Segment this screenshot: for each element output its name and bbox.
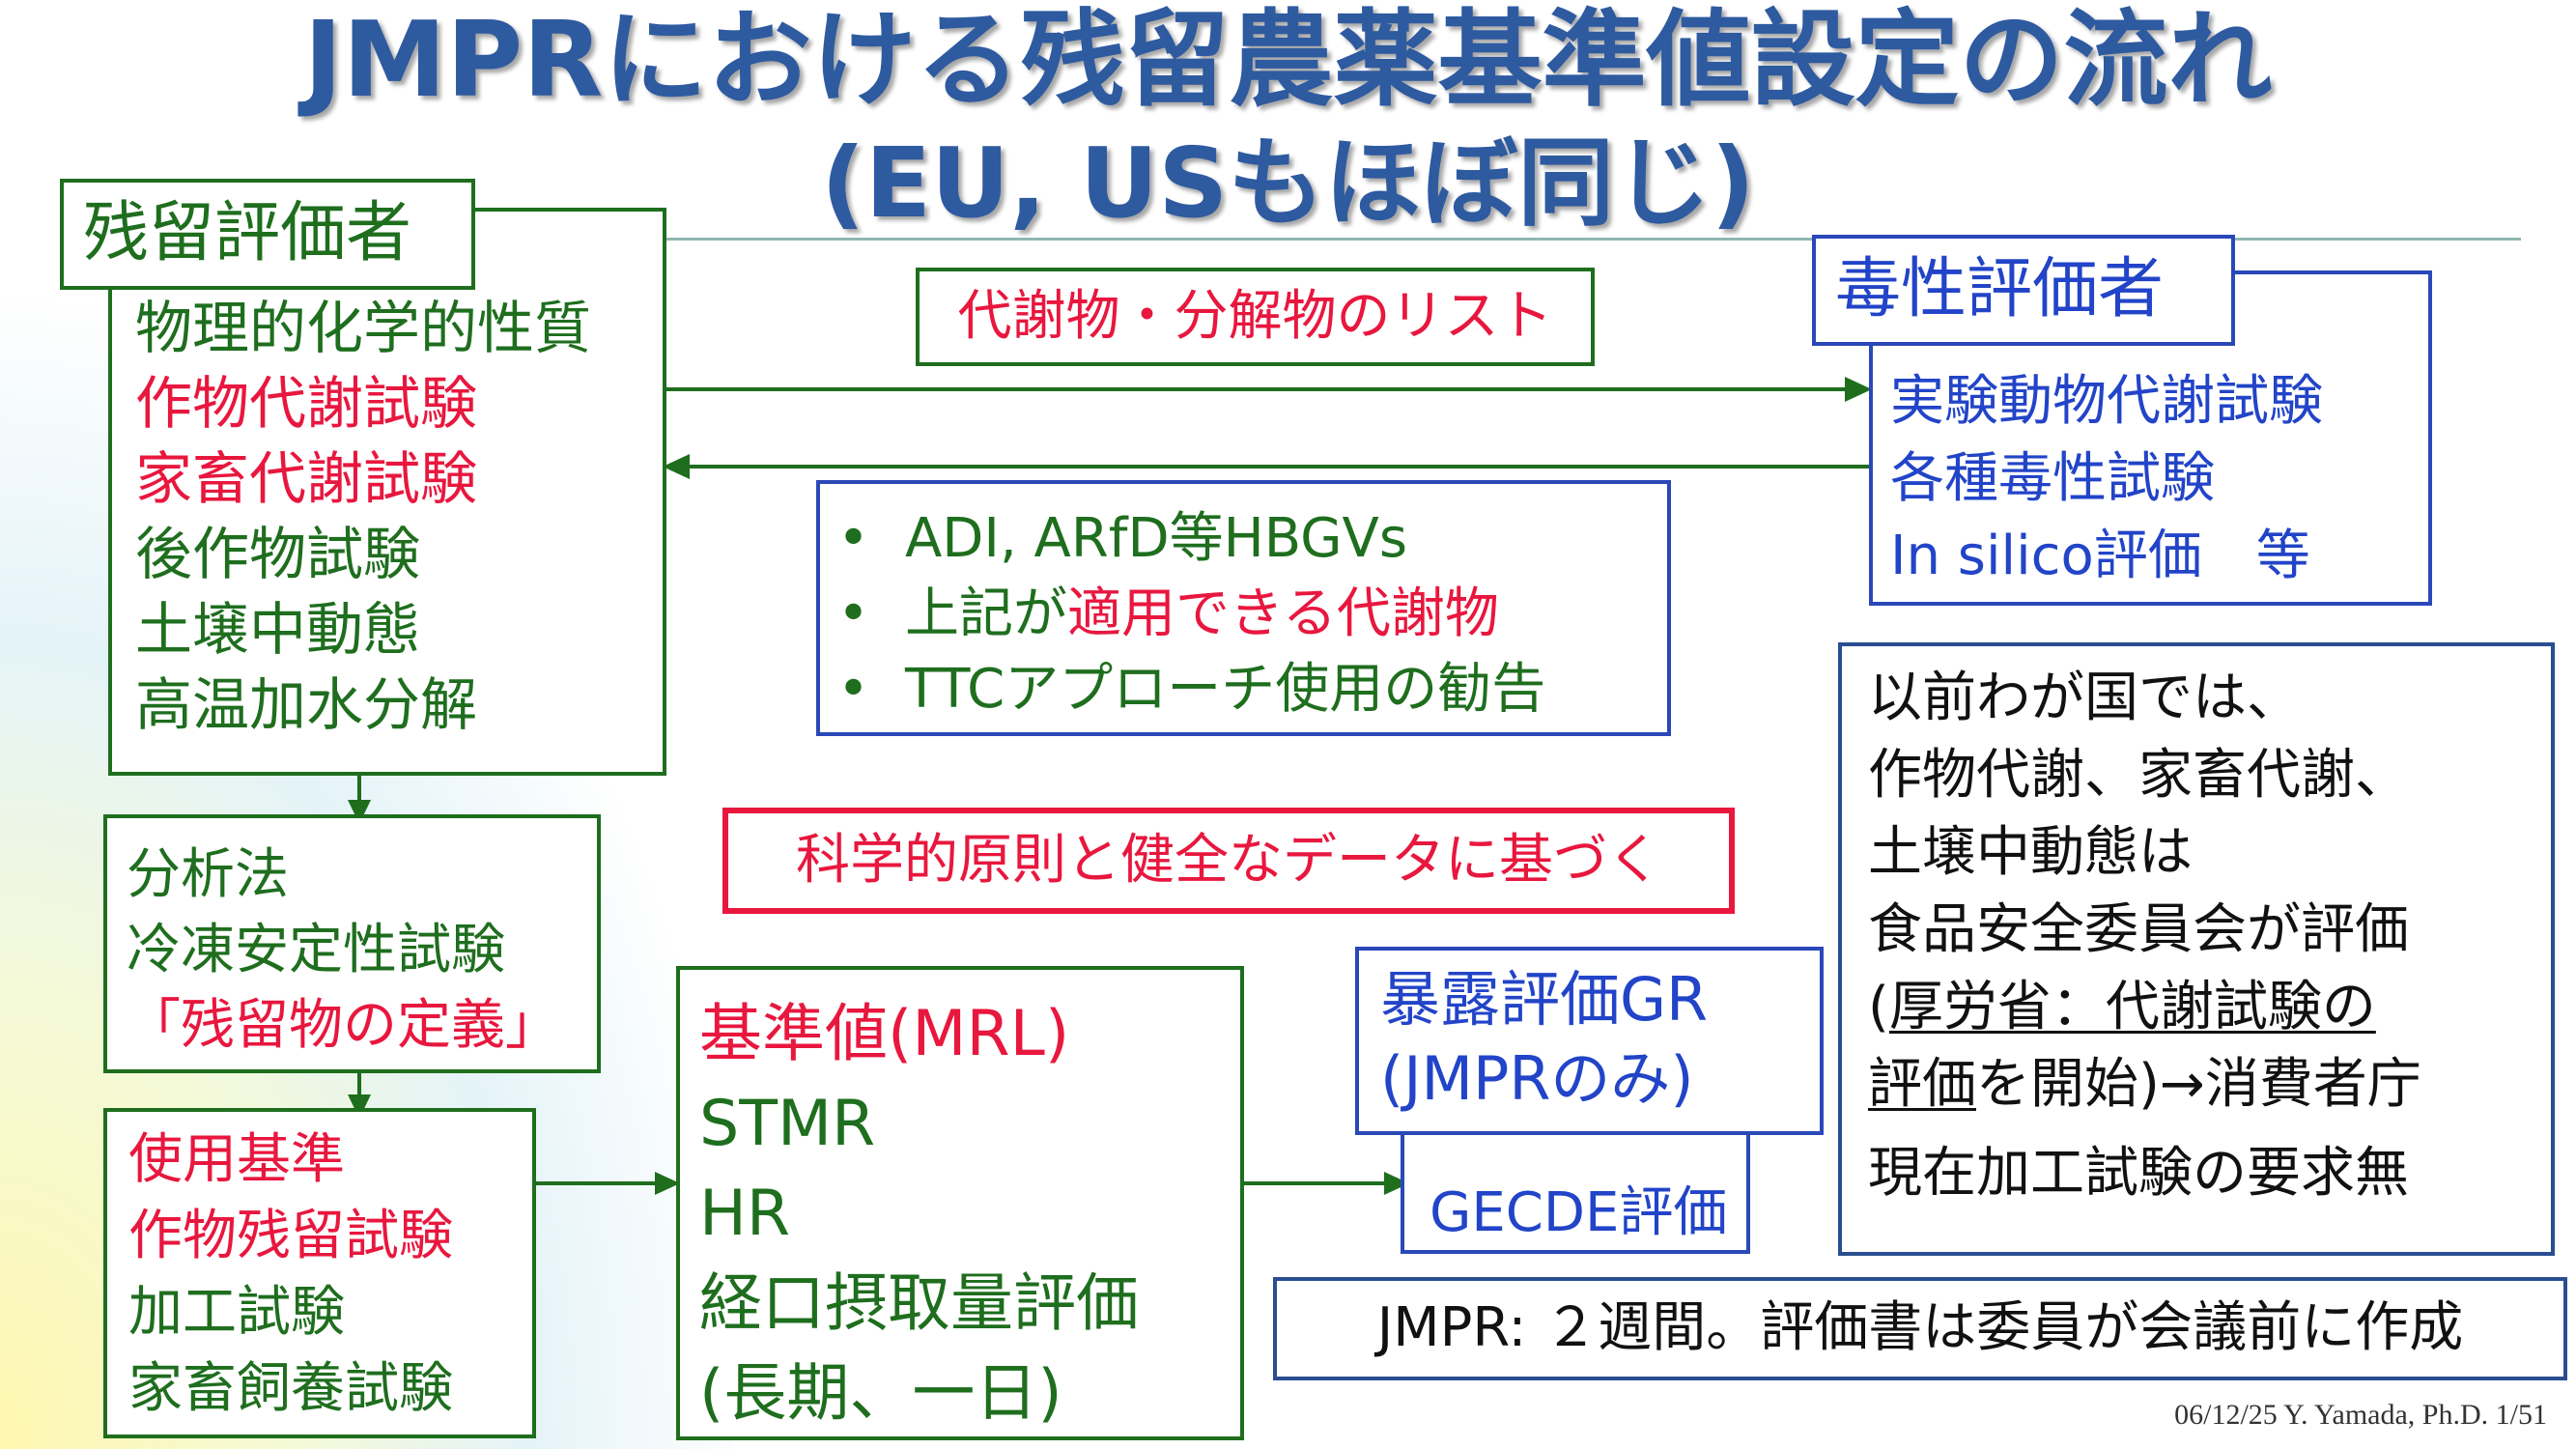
metabolite-list-box: 代謝物・分解物のリスト xyxy=(916,268,1595,366)
japan-note-line2: 作物代謝、家畜代謝、 xyxy=(1868,744,2409,807)
exposure-title: 暴露評価GR xyxy=(1380,964,1709,1035)
tox-assessor-label: 毒性評価者 xyxy=(1812,235,2235,346)
exposure-jmpr-only: (JMPRのみ) xyxy=(1380,1043,1694,1114)
arrow-residue-to-analysis-head xyxy=(348,800,371,824)
mrl-item-mrl: 基準値(MRL) xyxy=(699,998,1070,1070)
japan-note-box: 以前わが国では、 作物代謝、家畜代謝、 土壌中動態は 食品安全委員会が評価 (厚… xyxy=(1838,642,2555,1256)
residue-assessor-label: 残留評価者 xyxy=(60,179,475,290)
tox-item-animal-metabolism: 実験動物代謝試験 xyxy=(1890,370,2323,433)
hbgv-box: •ADI, ARfD等HBGVs •上記が適用できる代謝物 •TTCアプローチ使… xyxy=(816,480,1671,736)
mrl-item-period: (長期、一日) xyxy=(699,1357,1062,1430)
usage-item-livestock-feeding: 家畜飼養試験 xyxy=(128,1357,453,1420)
residue-item-hydrolysis: 高温加水分解 xyxy=(135,671,478,738)
residue-item-physchem: 物理的化学的性質 xyxy=(135,295,592,361)
slide-footer: 06/12/25 Y. Yamada, Ph.D. 1/51 xyxy=(2174,1399,2547,1431)
analysis-box: 分析法 冷凍安定性試験 「残留物の定義」 xyxy=(103,814,601,1073)
japan-note-line7: 現在加工試験の要求無 xyxy=(1868,1142,2409,1205)
title-divider xyxy=(454,238,2521,241)
analysis-item-residue-definition: 「残留物の定義」 xyxy=(127,994,559,1057)
arrow-mrl-to-gecde-head xyxy=(1384,1172,1409,1195)
residue-item-list: 物理的化学的性質 作物代謝試験 家畜代謝試験 後作物試験 土壌中動態 高温加水分… xyxy=(135,291,591,743)
japan-note-line4: 食品安全委員会が評価 xyxy=(1868,898,2409,961)
tox-item-toxicity-tests: 各種毒性試験 xyxy=(1890,447,2215,510)
mrl-item-intake: 経口摂取量評価 xyxy=(699,1267,1140,1340)
arrow-tox-to-residue-head xyxy=(663,454,690,479)
residue-item-livestock-metabolism: 家畜代謝試験 xyxy=(135,445,478,512)
arrow-residue-to-tox-head xyxy=(1845,377,1872,402)
arrow-usage-to-mrl-head xyxy=(655,1172,680,1195)
hbgv-item-ttc: •TTCアプローチ使用の勧告 xyxy=(837,658,1546,721)
japan-note-line1: 以前わが国では、 xyxy=(1868,667,2301,729)
analysis-item-frozen-stability: 冷凍安定性試験 xyxy=(127,919,505,981)
hbgv-item-metabolites: •上記が適用できる代謝物 xyxy=(837,582,1499,645)
tox-item-list: 実験動物代謝試験 各種毒性試験 In silico評価 等 xyxy=(1890,363,2323,595)
japan-note-line6: 評価を開始)→消費者庁 xyxy=(1868,1053,2421,1116)
usage-box: 使用基準 作物残留試験 加工試験 家畜飼養試験 xyxy=(103,1108,536,1438)
jmpr-note-box: JMPR: ２週間。評価書は委員が会議前に作成 xyxy=(1273,1277,2567,1380)
residue-item-rotational-crop: 後作物試験 xyxy=(135,521,421,587)
tox-item-in-silico: In silico評価 等 xyxy=(1890,525,2310,587)
hbgv-item-adi: •ADI, ARfD等HBGVs xyxy=(837,507,1408,570)
usage-item-crop-residue: 作物残留試験 xyxy=(128,1205,453,1267)
japan-note-line5: (厚労省：代謝試験の xyxy=(1868,976,2376,1038)
residue-item-crop-metabolism: 作物代謝試験 xyxy=(135,370,478,437)
usage-item-standard: 使用基準 xyxy=(128,1128,345,1191)
exposure-box: 暴露評価GR (JMPRのみ) xyxy=(1355,947,1824,1135)
science-principle-box: 科学的原則と健全なデータに基づく xyxy=(722,808,1735,914)
mrl-box: 基準値(MRL) STMR HR 経口摂取量評価 (長期、一日) xyxy=(676,966,1244,1440)
residue-assessor-box: 物理的化学的性質 作物代謝試験 家畜代謝試験 後作物試験 土壌中動態 高温加水分… xyxy=(108,208,666,776)
page-subtitle: (EU, USもほぼ同じ) xyxy=(821,127,1755,240)
mrl-item-hr: HR xyxy=(699,1178,791,1250)
page-title: JMPRにおける残留農薬基準値設定の流れ xyxy=(303,0,2273,121)
analysis-item-method: 分析法 xyxy=(127,843,289,906)
japan-note-line3: 土壌中動態は xyxy=(1868,821,2193,884)
residue-item-soil-dynamics: 土壌中動態 xyxy=(135,596,421,663)
usage-item-processing: 加工試験 xyxy=(128,1281,345,1344)
mrl-item-stmr: STMR xyxy=(699,1088,876,1160)
arrow-analysis-to-usage-head xyxy=(348,1094,371,1119)
